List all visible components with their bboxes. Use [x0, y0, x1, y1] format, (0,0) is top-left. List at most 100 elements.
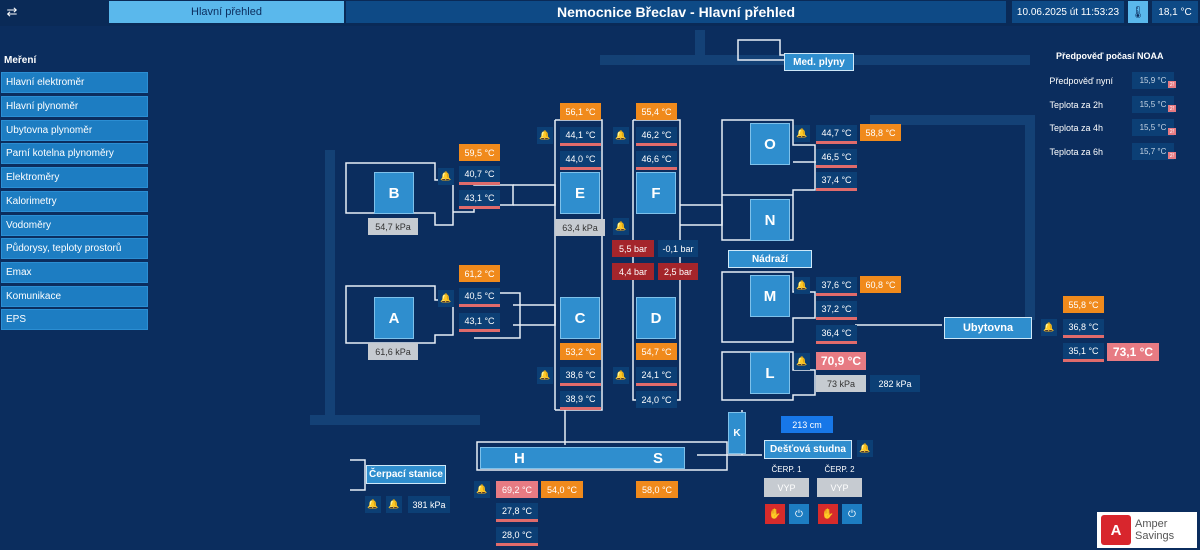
- pump-station-button[interactable]: Čerpací stanice: [366, 465, 446, 484]
- sidebar-item-steam-boiler[interactable]: Parní kotelna plynoměry: [1, 143, 148, 164]
- sidebar-item-main-electrometer[interactable]: Hlavní elektroměr: [1, 72, 148, 93]
- building-a[interactable]: A: [374, 297, 414, 339]
- dorm-temp-2: 35,1 °C: [1063, 343, 1104, 362]
- bell-icon[interactable]: 🔔: [537, 367, 553, 384]
- h-temp-2: 54,0 °C: [541, 481, 583, 498]
- well-level: 213 cm: [781, 416, 833, 433]
- bell-icon[interactable]: 🔔: [613, 127, 629, 144]
- m-temp-2: 37,2 °C: [816, 301, 857, 320]
- e-supply-temp: 56,1 °C: [560, 103, 601, 120]
- sidebar-item-watermeters[interactable]: Vodoměry: [1, 215, 148, 236]
- dorm-temp-1: 36,8 °C: [1063, 319, 1104, 338]
- pump-1-manual-icon[interactable]: ✋: [765, 504, 785, 524]
- a-temp-2: 43,1 °C: [459, 313, 500, 332]
- pump-1-state-button[interactable]: VYP: [764, 478, 809, 497]
- railway-button[interactable]: Nádraží: [728, 250, 812, 268]
- amper-savings-logo: A Amper Savings: [1097, 512, 1197, 548]
- forecast-label-4h: Teplota za 4h: [1049, 123, 1103, 133]
- forecast-label-2h: Teplota za 2h: [1049, 100, 1103, 110]
- dormitory-button[interactable]: Ubytovna: [944, 317, 1032, 339]
- bell-icon[interactable]: 🔔: [613, 218, 629, 235]
- tab-main-overview[interactable]: Hlavní přehled: [109, 1, 344, 23]
- swap-icon[interactable]: ⇄: [6, 4, 18, 19]
- datetime-display: 10.06.2025 út 11:53:23: [1012, 1, 1124, 23]
- forecast-label-now: Předpověď nyní: [1049, 76, 1113, 86]
- building-l[interactable]: L: [750, 352, 790, 394]
- c-supply-temp: 53,2 °C: [560, 343, 601, 360]
- f-supply-temp: 55,4 °C: [636, 103, 677, 120]
- o-temp-3: 37,4 °C: [816, 172, 857, 191]
- med-gases-button[interactable]: Med. plyny: [784, 53, 854, 71]
- bell-icon[interactable]: 🔔: [386, 496, 402, 513]
- sidebar-item-communication[interactable]: Komunikace: [1, 286, 148, 307]
- forecast-badge: 2!: [1168, 81, 1176, 88]
- pump-2-power-icon[interactable]: ⏻: [842, 504, 862, 524]
- forecast-value-text: 15,5 °C: [1139, 123, 1167, 132]
- building-m[interactable]: M: [750, 275, 790, 317]
- building-h-s[interactable]: H S: [480, 447, 685, 469]
- f-temp-2: 46,6 °C: [636, 151, 677, 170]
- sidebar-item-main-gasmeter[interactable]: Hlavní plynoměr: [1, 96, 148, 117]
- sidebar-item-calorimeters[interactable]: Kalorimetry: [1, 191, 148, 212]
- d-supply-temp: 54,7 °C: [636, 343, 677, 360]
- building-c[interactable]: C: [560, 297, 600, 339]
- bell-icon[interactable]: 🔔: [794, 353, 810, 370]
- forecast-value-text: 15,5 °C: [1139, 100, 1167, 109]
- bell-icon[interactable]: 🔔: [794, 125, 810, 142]
- sidebar-item-emax[interactable]: Emax: [1, 262, 148, 283]
- o-supply-temp: 58,8 °C: [860, 124, 901, 141]
- l-pressure-2: 282 kPa: [870, 375, 920, 392]
- pump-2-manual-icon[interactable]: ✋: [818, 504, 838, 524]
- building-o[interactable]: O: [750, 123, 790, 165]
- building-n[interactable]: N: [750, 199, 790, 241]
- b-temp-2: 43,1 °C: [459, 190, 500, 209]
- m-supply-temp: 60,8 °C: [860, 276, 901, 293]
- bell-icon[interactable]: 🔔: [1041, 319, 1057, 336]
- forecast-value-text: 15,7 °C: [1139, 147, 1167, 156]
- e-temp-1: 44,1 °C: [560, 127, 601, 146]
- sidebar-item-eps[interactable]: EPS: [1, 309, 148, 330]
- sidebar-item-electrometers[interactable]: Elektroměry: [1, 167, 148, 188]
- building-k[interactable]: K: [728, 412, 746, 454]
- bell-icon[interactable]: 🔔: [613, 367, 629, 384]
- bell-icon[interactable]: 🔔: [857, 440, 873, 457]
- m-temp-3: 36,4 °C: [816, 325, 857, 344]
- pressure-bar-4: 2,5 bar: [658, 263, 698, 280]
- building-e[interactable]: E: [560, 172, 600, 214]
- bell-icon[interactable]: 🔔: [438, 290, 454, 307]
- bell-icon[interactable]: 🔔: [794, 277, 810, 294]
- a-temp-1: 40,5 °C: [459, 288, 500, 307]
- o-temp-1: 44,7 °C: [816, 125, 857, 144]
- building-b[interactable]: B: [374, 172, 414, 214]
- bell-icon[interactable]: 🔔: [365, 496, 381, 513]
- building-f[interactable]: F: [636, 172, 676, 214]
- forecast-title: Předpověď počasí NOAA: [1056, 51, 1164, 61]
- pump-1-power-icon[interactable]: ⏻: [789, 504, 809, 524]
- rainwater-well-button[interactable]: Dešťová studna: [764, 440, 852, 459]
- pump-2-label: ČERP. 2: [824, 465, 855, 474]
- pressure-bar-1: 5,5 bar: [612, 240, 654, 257]
- bell-icon[interactable]: 🔔: [438, 168, 454, 185]
- bell-icon[interactable]: 🔔: [474, 481, 490, 498]
- m-temp-1: 37,6 °C: [816, 277, 857, 296]
- outside-temperature: 18,1 °C: [1152, 1, 1198, 23]
- logo-line-1: Amper: [1135, 518, 1168, 530]
- l-pressure: 73 kPa: [816, 375, 866, 392]
- l-alarm-temp: 70,9 °C: [816, 352, 866, 370]
- building-h-label: H: [514, 449, 525, 467]
- building-d[interactable]: D: [636, 297, 676, 339]
- sidebar-item-dorm-gasmeter[interactable]: Ubytovna plynoměr: [1, 120, 148, 141]
- c-temp-2: 38,9 °C: [560, 391, 601, 410]
- pressure-bar-2: -0,1 bar: [658, 240, 698, 257]
- d-temp-2: 24,0 °C: [636, 391, 677, 408]
- page-title: Nemocnice Břeclav - Hlavní přehled: [346, 1, 1006, 23]
- sidebar-item-floorplans[interactable]: Půdorysy, teploty prostorů: [1, 238, 148, 259]
- thermometer-icon[interactable]: 🌡: [1128, 1, 1148, 23]
- bell-icon[interactable]: 🔔: [537, 127, 553, 144]
- pump-2-state-button[interactable]: VYP: [817, 478, 862, 497]
- logo-text: Amper Savings: [1135, 518, 1174, 542]
- forecast-badge: 2!: [1168, 105, 1176, 112]
